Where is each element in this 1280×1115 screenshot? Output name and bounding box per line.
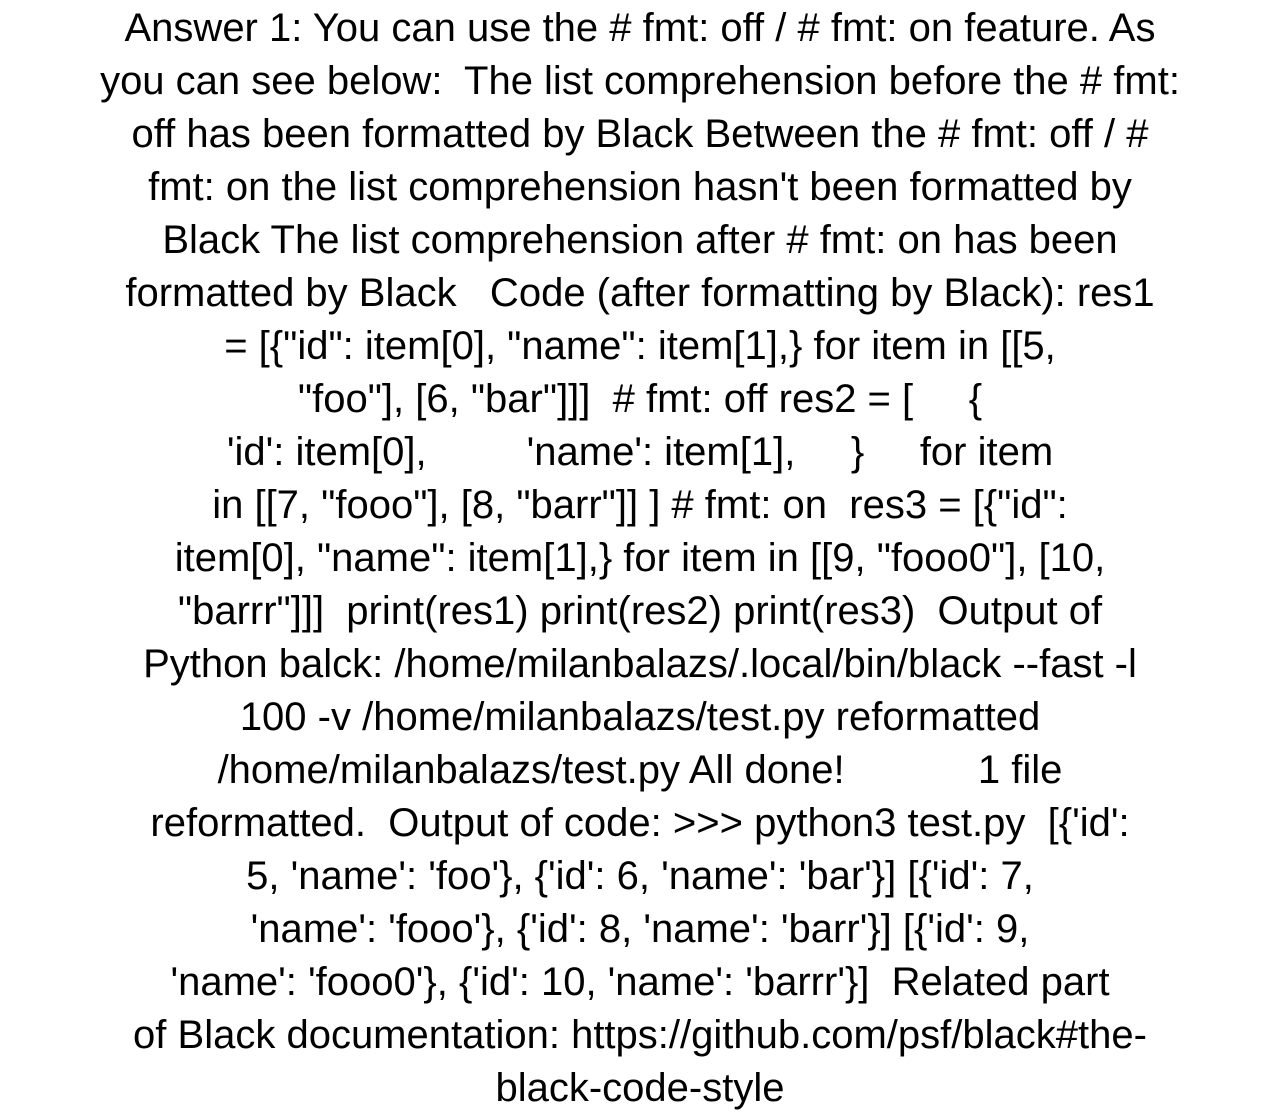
text-line: "barrr"]]] print(res1) print(res2) print…	[177, 589, 1103, 633]
text-line: in [[7, "fooo"], [8, "barr"]] ] # fmt: o…	[212, 483, 1068, 527]
text-line: Black The list comprehension after # fmt…	[162, 218, 1118, 262]
text-line: "foo"], [6, "bar"]]] # fmt: off res2 = […	[297, 377, 983, 421]
text-line: 5, 'name': 'foo'}, {'id': 6, 'name': 'ba…	[246, 854, 1034, 898]
text-line: formatted by Black Code (after formattin…	[125, 271, 1155, 315]
text-line: fmt: on the list comprehension hasn't be…	[148, 165, 1132, 209]
text-line: Python balck: /home/milanbalazs/.local/b…	[143, 642, 1137, 686]
text-line: black-code-style	[495, 1066, 785, 1110]
text-line: 'name': 'fooo0'}, {'id': 10, 'name': 'ba…	[170, 960, 1110, 1004]
text-line: 'id': item[0], 'name': item[1], } for it…	[226, 430, 1054, 474]
text-line: 100 -v /home/milanbalazs/test.py reforma…	[239, 695, 1041, 739]
text-line: Answer 1: You can use the # fmt: off / #…	[124, 6, 1156, 50]
text-line: = [{"id": item[0], "name": item[1],} for…	[224, 324, 1056, 368]
text-line: 'name': 'fooo'}, {'id': 8, 'name': 'barr…	[250, 907, 1030, 951]
text-line: off has been formatted by Black Between …	[131, 112, 1149, 156]
text-line: item[0], "name": item[1],} for item in […	[174, 536, 1106, 580]
text-line: of Black documentation: https://github.c…	[133, 1013, 1147, 1057]
text-line: reformatted. Output of code: >>> python3…	[150, 801, 1130, 845]
text-line: /home/milanbalazs/test.py All done! 1 fi…	[217, 748, 1063, 792]
text-line: you can see below: The list comprehensio…	[100, 59, 1180, 103]
